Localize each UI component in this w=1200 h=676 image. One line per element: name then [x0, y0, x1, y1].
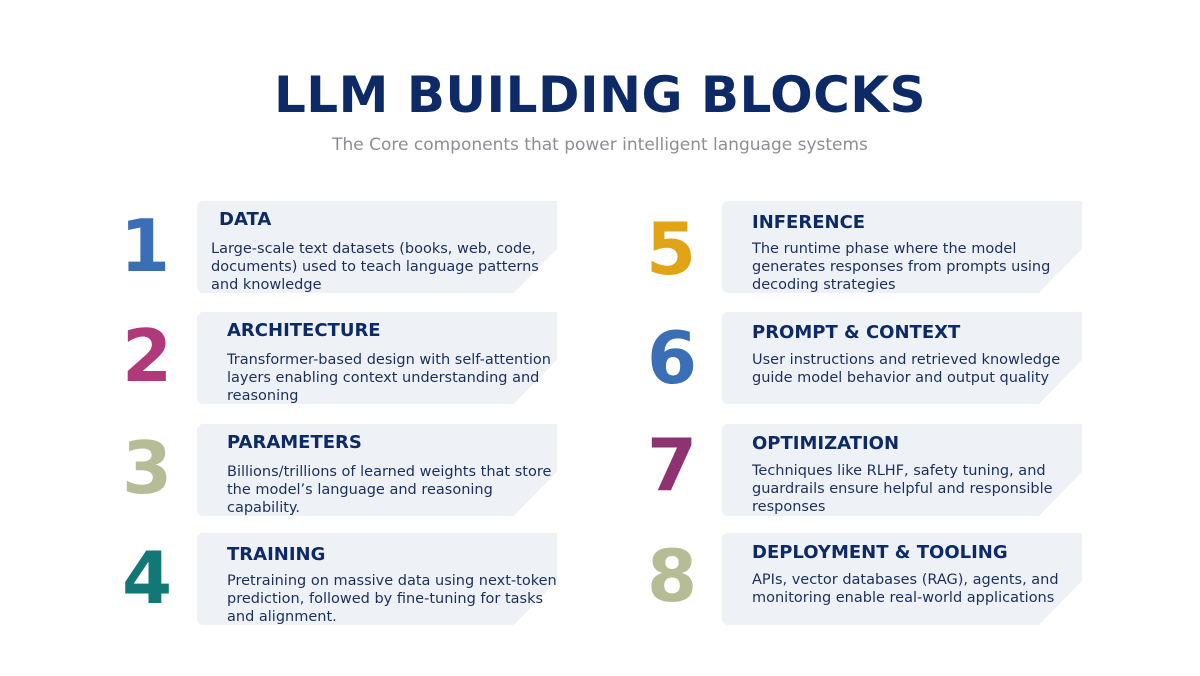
block-desc-2: Transformer-based design with self-atten…	[227, 352, 551, 404]
block-number-8: 8	[646, 534, 698, 618]
block-number-4: 4	[121, 536, 173, 620]
block-desc-1: Large-scale text datasets (books, web, c…	[211, 241, 539, 293]
block-title-7: OPTIMIZATION	[752, 433, 900, 454]
block-number-7: 7	[646, 423, 698, 507]
page-subtitle: The Core components that power intellige…	[332, 135, 868, 155]
block-title-6: PROMPT & CONTEXT	[752, 322, 961, 343]
block-card-2	[197, 312, 557, 404]
block-number-3: 3	[121, 426, 173, 510]
block-title-2: ARCHITECTURE	[227, 320, 381, 341]
block-desc-6: User instructions and retrieved knowledg…	[752, 352, 1061, 386]
block-title-4: TRAINING	[227, 544, 326, 565]
block-desc-8: APIs, vector databases (RAG), agents, an…	[752, 572, 1059, 606]
block-desc-7: Techniques like RLHF, safety tuning, and…	[752, 463, 1053, 515]
block-desc-4: Pretraining on massive data using next-t…	[227, 573, 557, 625]
block-desc-3: Billions/trillions of learned weights th…	[227, 464, 552, 516]
block-number-1: 1	[119, 204, 171, 288]
block-card-8	[722, 533, 1082, 625]
block-title-5: INFERENCE	[752, 212, 866, 233]
block-title-8: DEPLOYMENT & TOOLING	[752, 542, 1008, 563]
block-desc-5: The runtime phase where the model genera…	[752, 241, 1051, 293]
block-card-4	[197, 533, 557, 625]
block-title-3: PARAMETERS	[227, 432, 362, 453]
block-number-5: 5	[645, 207, 697, 291]
block-card-1	[197, 201, 557, 293]
block-card-3	[197, 424, 557, 516]
block-card-5	[722, 201, 1082, 293]
block-number-6: 6	[646, 316, 698, 400]
block-card-7	[722, 424, 1082, 516]
page-title: LLM BUILDING BLOCKS	[273, 66, 927, 124]
block-number-2: 2	[121, 314, 173, 398]
block-title-1: DATA	[219, 209, 272, 230]
block-card-6	[722, 312, 1082, 404]
